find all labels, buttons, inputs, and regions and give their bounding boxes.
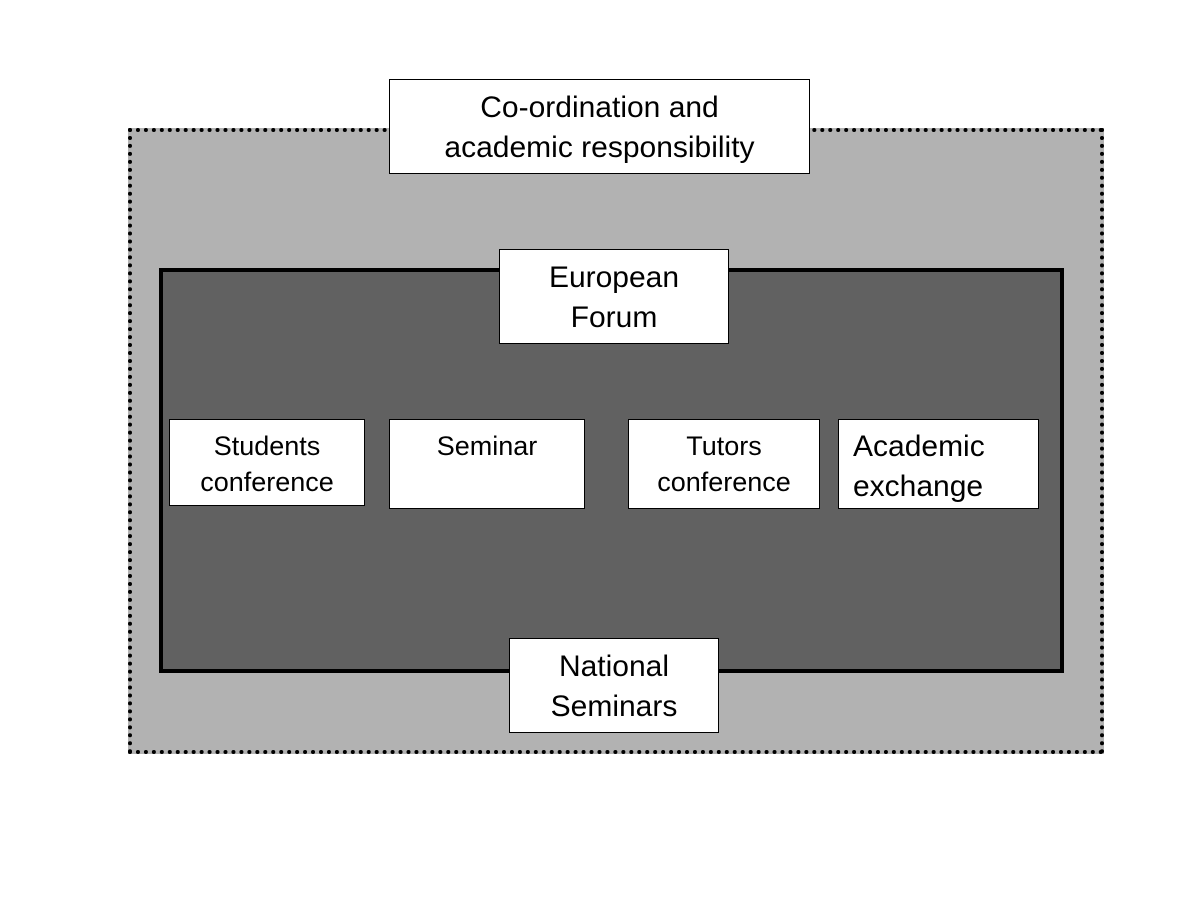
students-conference-label-line2: conference — [200, 467, 334, 497]
national-seminars-label-line2: Seminars — [550, 690, 678, 723]
students-conference-label-line1: Students — [213, 431, 321, 461]
european-forum-box: European Forum — [499, 249, 729, 344]
seminar-box: Seminar — [389, 419, 585, 509]
tutors-conference-box: Tutors conference — [628, 419, 820, 509]
coordination-box: Co-ordination and academic responsibilit… — [389, 79, 810, 174]
tutors-conference-label-line1: Tutors — [686, 431, 762, 461]
coordination-label-line2: academic responsibility — [444, 131, 755, 164]
coordination-label-line1: Co-ordination and — [480, 91, 719, 124]
academic-exchange-box: Academic exchange — [838, 419, 1039, 509]
european-forum-label-line2: Forum — [570, 301, 658, 334]
students-conference-box: Students conference — [169, 419, 365, 506]
academic-exchange-label-line2: exchange — [853, 470, 984, 503]
seminar-label: Seminar — [436, 431, 538, 461]
tutors-conference-label-line2: conference — [657, 467, 791, 497]
national-seminars-box: National Seminars — [509, 638, 719, 733]
academic-exchange-label-line1: Academic — [853, 430, 985, 463]
european-forum-label-line1: European — [548, 261, 680, 294]
national-seminars-label-line1: National — [558, 650, 670, 683]
